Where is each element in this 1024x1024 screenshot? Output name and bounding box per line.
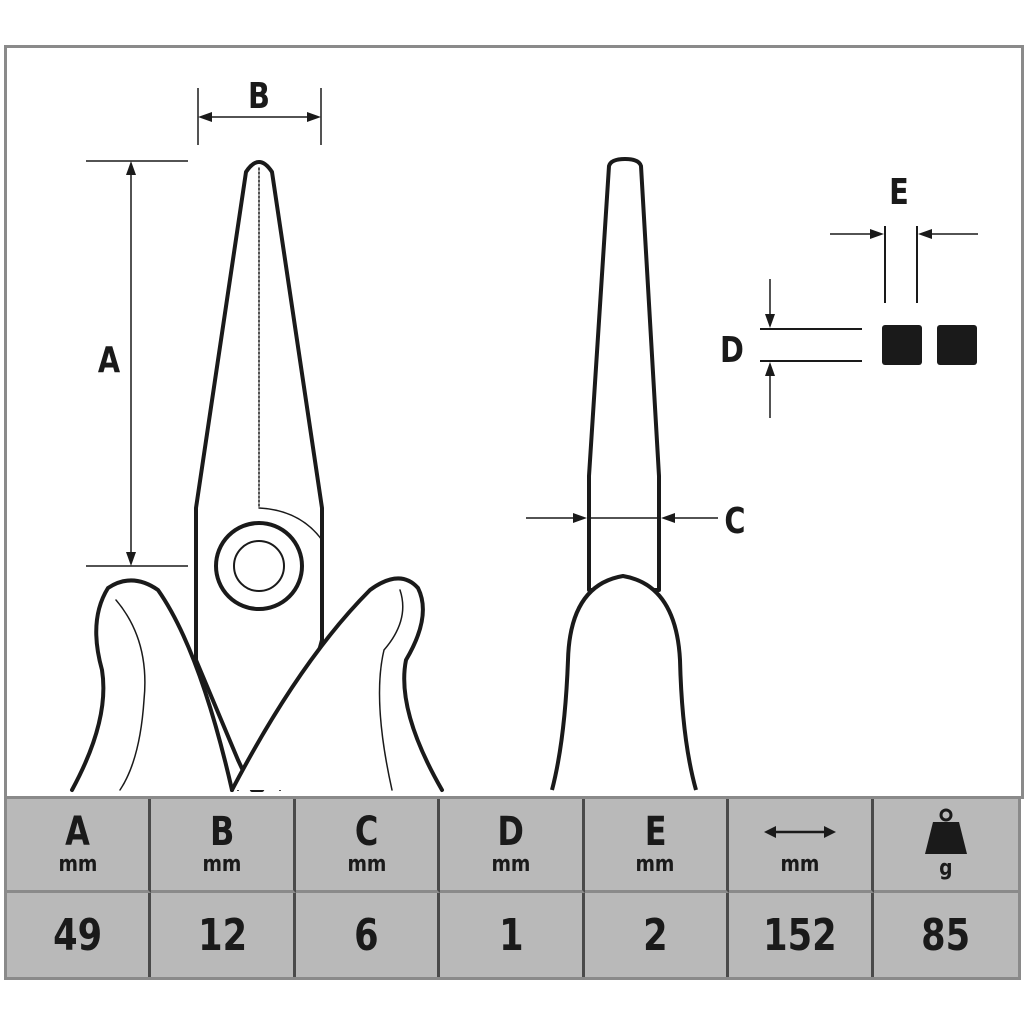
pliers-right-handle-inner xyxy=(378,589,404,791)
pliers-side-handle xyxy=(550,574,698,791)
label-b: B xyxy=(248,75,270,117)
value-b: 12 xyxy=(151,893,296,977)
label-d: D xyxy=(720,329,744,371)
pivot-inner xyxy=(233,540,285,592)
header-a-letter: A xyxy=(65,808,91,855)
header-a: A mm xyxy=(7,799,152,893)
header-e: E mm xyxy=(584,799,730,893)
pivot-outer xyxy=(214,521,304,611)
value-length: 152 xyxy=(729,893,874,977)
header-length: mm xyxy=(729,799,874,893)
dimension-c xyxy=(526,513,718,523)
label-c: C xyxy=(724,500,745,542)
value-c-text: 6 xyxy=(354,909,379,961)
pliers-side-jaw xyxy=(587,157,661,592)
header-d-unit: mm xyxy=(491,851,531,877)
value-b-text: 12 xyxy=(197,909,247,961)
length-arrow-icon xyxy=(762,812,838,852)
dimension-b xyxy=(197,88,322,145)
dimension-e xyxy=(830,226,978,303)
header-d-letter: D xyxy=(497,808,525,855)
spec-table: A mm B mm C mm D mm E mm mm xyxy=(4,796,1021,980)
header-e-letter: E xyxy=(644,808,667,855)
value-length-text: 152 xyxy=(763,909,837,961)
header-e-unit: mm xyxy=(635,851,675,877)
header-weight: g xyxy=(873,799,1018,893)
pliers-jaw-curve xyxy=(258,507,323,541)
header-b: B mm xyxy=(151,799,296,893)
value-e-text: 2 xyxy=(643,909,668,961)
value-c: 6 xyxy=(296,893,441,977)
header-c-letter: C xyxy=(354,808,379,855)
pliers-front-view xyxy=(70,160,444,792)
header-d: D mm xyxy=(440,799,585,893)
weight-icon xyxy=(923,808,969,856)
pliers-left-handle-inner xyxy=(115,599,146,791)
pliers-side-view xyxy=(550,157,698,791)
header-c-unit: mm xyxy=(347,851,387,877)
tip-section-left xyxy=(882,325,922,365)
value-weight-text: 85 xyxy=(921,909,971,961)
dimension-d xyxy=(760,279,862,418)
value-a: 49 xyxy=(7,893,152,977)
value-weight: 85 xyxy=(874,893,1018,977)
label-a: A xyxy=(98,339,121,381)
value-e: 2 xyxy=(585,893,730,977)
header-b-letter: B xyxy=(209,808,235,855)
header-b-unit: mm xyxy=(202,851,242,877)
pliers-right-handle xyxy=(230,576,444,792)
value-d-text: 1 xyxy=(498,909,524,961)
tip-section-right xyxy=(937,325,977,365)
value-a-text: 49 xyxy=(53,909,103,961)
value-d: 1 xyxy=(440,893,585,977)
header-length-unit: mm xyxy=(780,851,820,877)
pliers-left-handle xyxy=(70,578,234,792)
header-a-unit: mm xyxy=(58,851,98,877)
header-c: C mm xyxy=(295,799,441,893)
header-weight-unit: g xyxy=(939,855,953,881)
label-e: E xyxy=(889,171,909,213)
dimension-a xyxy=(86,160,188,567)
